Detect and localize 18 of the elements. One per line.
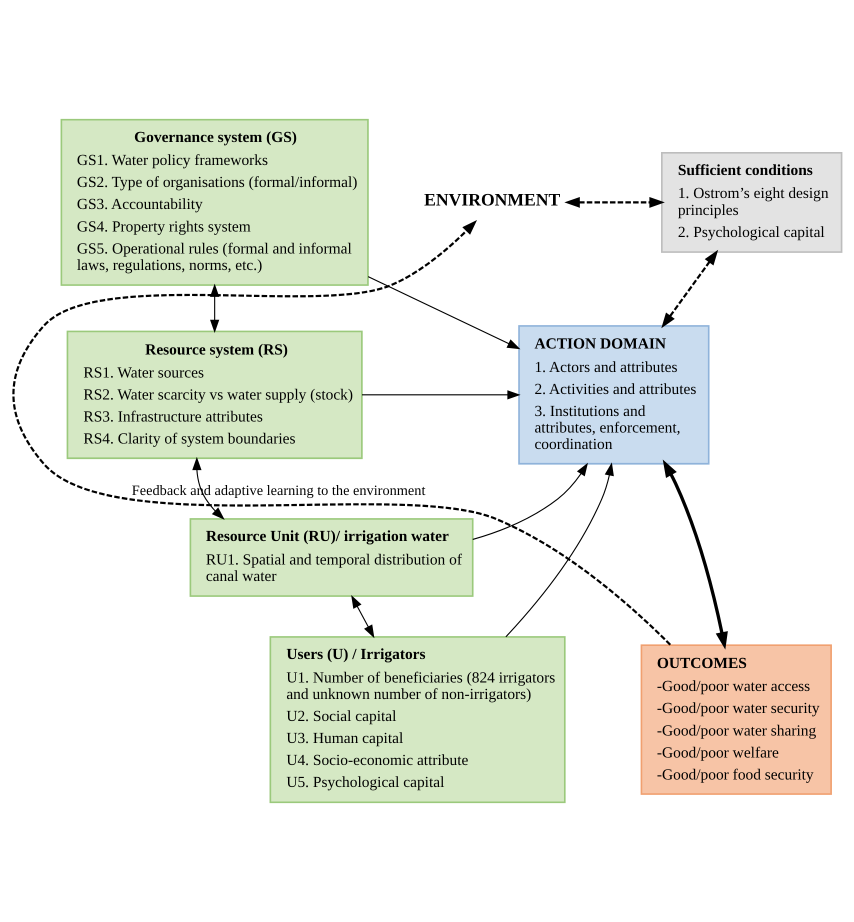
node-box: Resource system (RS) RS1. Water sources RS2. Water scarcity vs water supply (stock) RS3. Infrastructure attributes RS4. Clarity of system boundaries [66, 330, 362, 460]
arrow [192, 456, 224, 520]
arrow [472, 462, 588, 540]
node-text: ENVIRONMENT [424, 189, 560, 210]
node-box: ACTION DOMAIN 1. Actors and attributes 2. Activities and attributes 3. Institutions and attributes, enforcement, coordination [518, 325, 710, 465]
arrow [12, 220, 671, 646]
node-box: Users (U) / Irrigators U1. Number of beneficiaries (824 irrigators and unknown number of non-irrigators) U2. Social capital U3. Human capital U4. Socio-economic attribute U5. Psychological capital [269, 636, 566, 804]
arrow [504, 462, 614, 638]
arrow [362, 390, 520, 400]
node-box: Sufficient conditions 1. Ostrom’s eight design principles 2. Psychological capital [660, 152, 842, 253]
arrow [662, 460, 728, 650]
arrow [564, 196, 664, 208]
arrow [367, 276, 520, 350]
node-box: OUTCOMES -Good/poor water access -Good/poor water security -Good/poor water sharing -Good/poor welfare -Good/poor food security [640, 644, 832, 795]
node-box: Resource Unit (RU)/ irrigation water RU1. Spatial and temporal distribution of canal water [189, 518, 474, 597]
arrow [660, 250, 718, 328]
arrow [350, 595, 374, 638]
node-box: Governance system (GS) GS1. Water policy frameworks GS2. Type of organisations (formal/informal) GS3. Accountability GS4. Property rights system GS5. Operational rules (formal and informal laws, regulations, norms, etc.) [60, 118, 368, 286]
